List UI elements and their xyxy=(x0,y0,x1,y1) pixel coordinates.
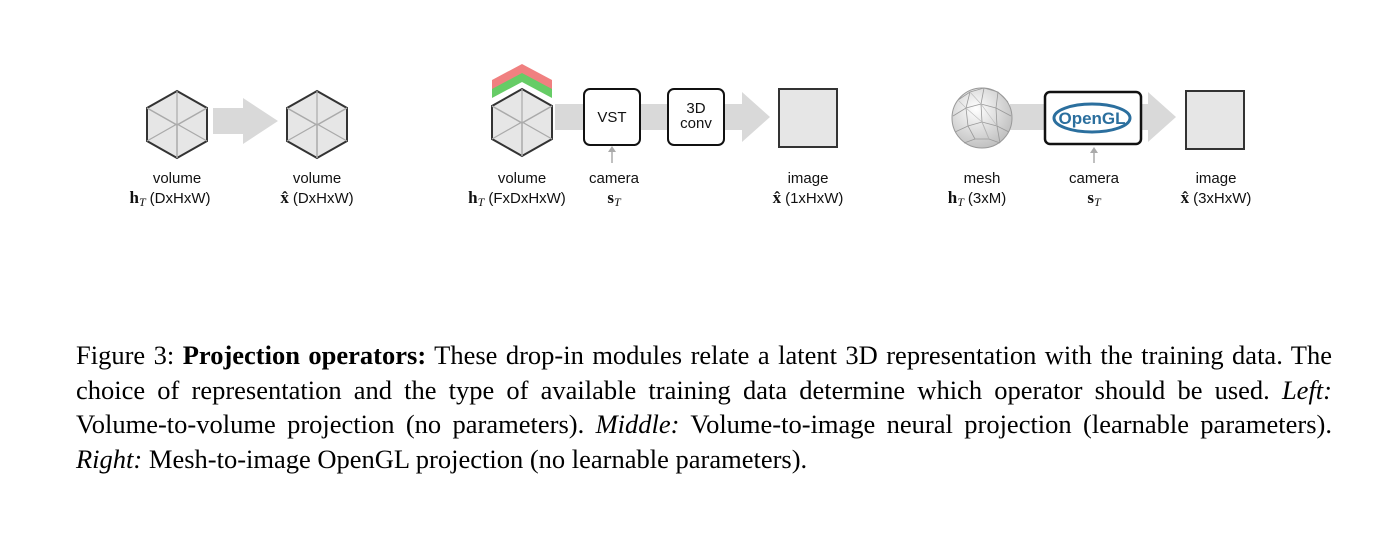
right-output-image xyxy=(1185,90,1245,150)
middle-group: VST 3D conv volume hT(FxDxHxW) camera sT… xyxy=(468,64,843,209)
right-camera-notation: sT xyxy=(1087,188,1102,209)
opengl-logo-icon xyxy=(1052,102,1132,134)
right-input-notation: hT(3xM) xyxy=(948,188,1006,209)
conv-label-line2: conv xyxy=(680,115,712,132)
left-group: volume hT(DxHxW) volume x̂(DxHxW) xyxy=(130,90,354,209)
caption-text-2: Volume-to-volume projection (no paramete… xyxy=(76,409,596,439)
middle-output-image xyxy=(778,88,838,148)
stack-green-layer xyxy=(492,73,552,98)
left-arrow xyxy=(213,98,278,144)
left-output-notation: x̂(DxHxW) xyxy=(280,188,353,207)
right-output-label: image xyxy=(1196,170,1237,187)
stack-red-layer xyxy=(492,64,552,91)
caption-middle-label: Middle: xyxy=(595,409,680,439)
caption-title: Projection operators: xyxy=(182,340,427,370)
opengl-label: OpenGL xyxy=(1058,109,1125,128)
caption-left-label: Left: xyxy=(1281,374,1332,405)
caption-text-1: These drop-in modules relate a latent 3D… xyxy=(76,340,1332,405)
conv-label-line1: 3D xyxy=(686,100,705,117)
right-camera-label: camera xyxy=(1069,170,1120,187)
left-output-label: volume xyxy=(293,170,341,187)
left-input-label: volume xyxy=(153,170,201,187)
left-input-notation: hT(DxHxW) xyxy=(130,188,211,209)
conv-box xyxy=(667,88,725,146)
caption-right-label: Right: xyxy=(76,443,143,474)
middle-input-notation: hT(FxDxHxW) xyxy=(468,188,566,209)
caption-text-3: Volume-to-image neural projection (learn… xyxy=(679,409,1332,439)
middle-input-cube-icon xyxy=(491,88,553,157)
right-group: OpenGL mesh hT(3xM) camera sT image x̂(3… xyxy=(948,87,1252,209)
caption-text-4: Mesh-to-image OpenGL projection (no lear… xyxy=(142,443,808,474)
middle-camera-notation: sT xyxy=(607,188,622,209)
mesh-sphere-icon xyxy=(951,87,1013,149)
middle-output-notation: x̂(1xHxW) xyxy=(773,188,844,207)
middle-output-label: image xyxy=(788,170,829,187)
left-output-cube-icon xyxy=(286,90,348,159)
right-input-label: mesh xyxy=(964,170,1001,187)
vst-label: VST xyxy=(597,109,626,126)
projection-figure: volume hT(DxHxW) volume x̂(DxHxW) VST 3D… xyxy=(0,0,1376,240)
middle-camera-label: camera xyxy=(589,170,640,187)
middle-input-label: volume xyxy=(498,170,546,187)
right-output-notation: x̂(3xHxW) xyxy=(1181,188,1252,207)
vst-box xyxy=(583,88,641,146)
figure-caption: Figure 3: Projection operators: These dr… xyxy=(76,338,1332,476)
caption-prefix: Figure 3: xyxy=(76,340,183,370)
left-input-cube-icon xyxy=(146,90,208,159)
